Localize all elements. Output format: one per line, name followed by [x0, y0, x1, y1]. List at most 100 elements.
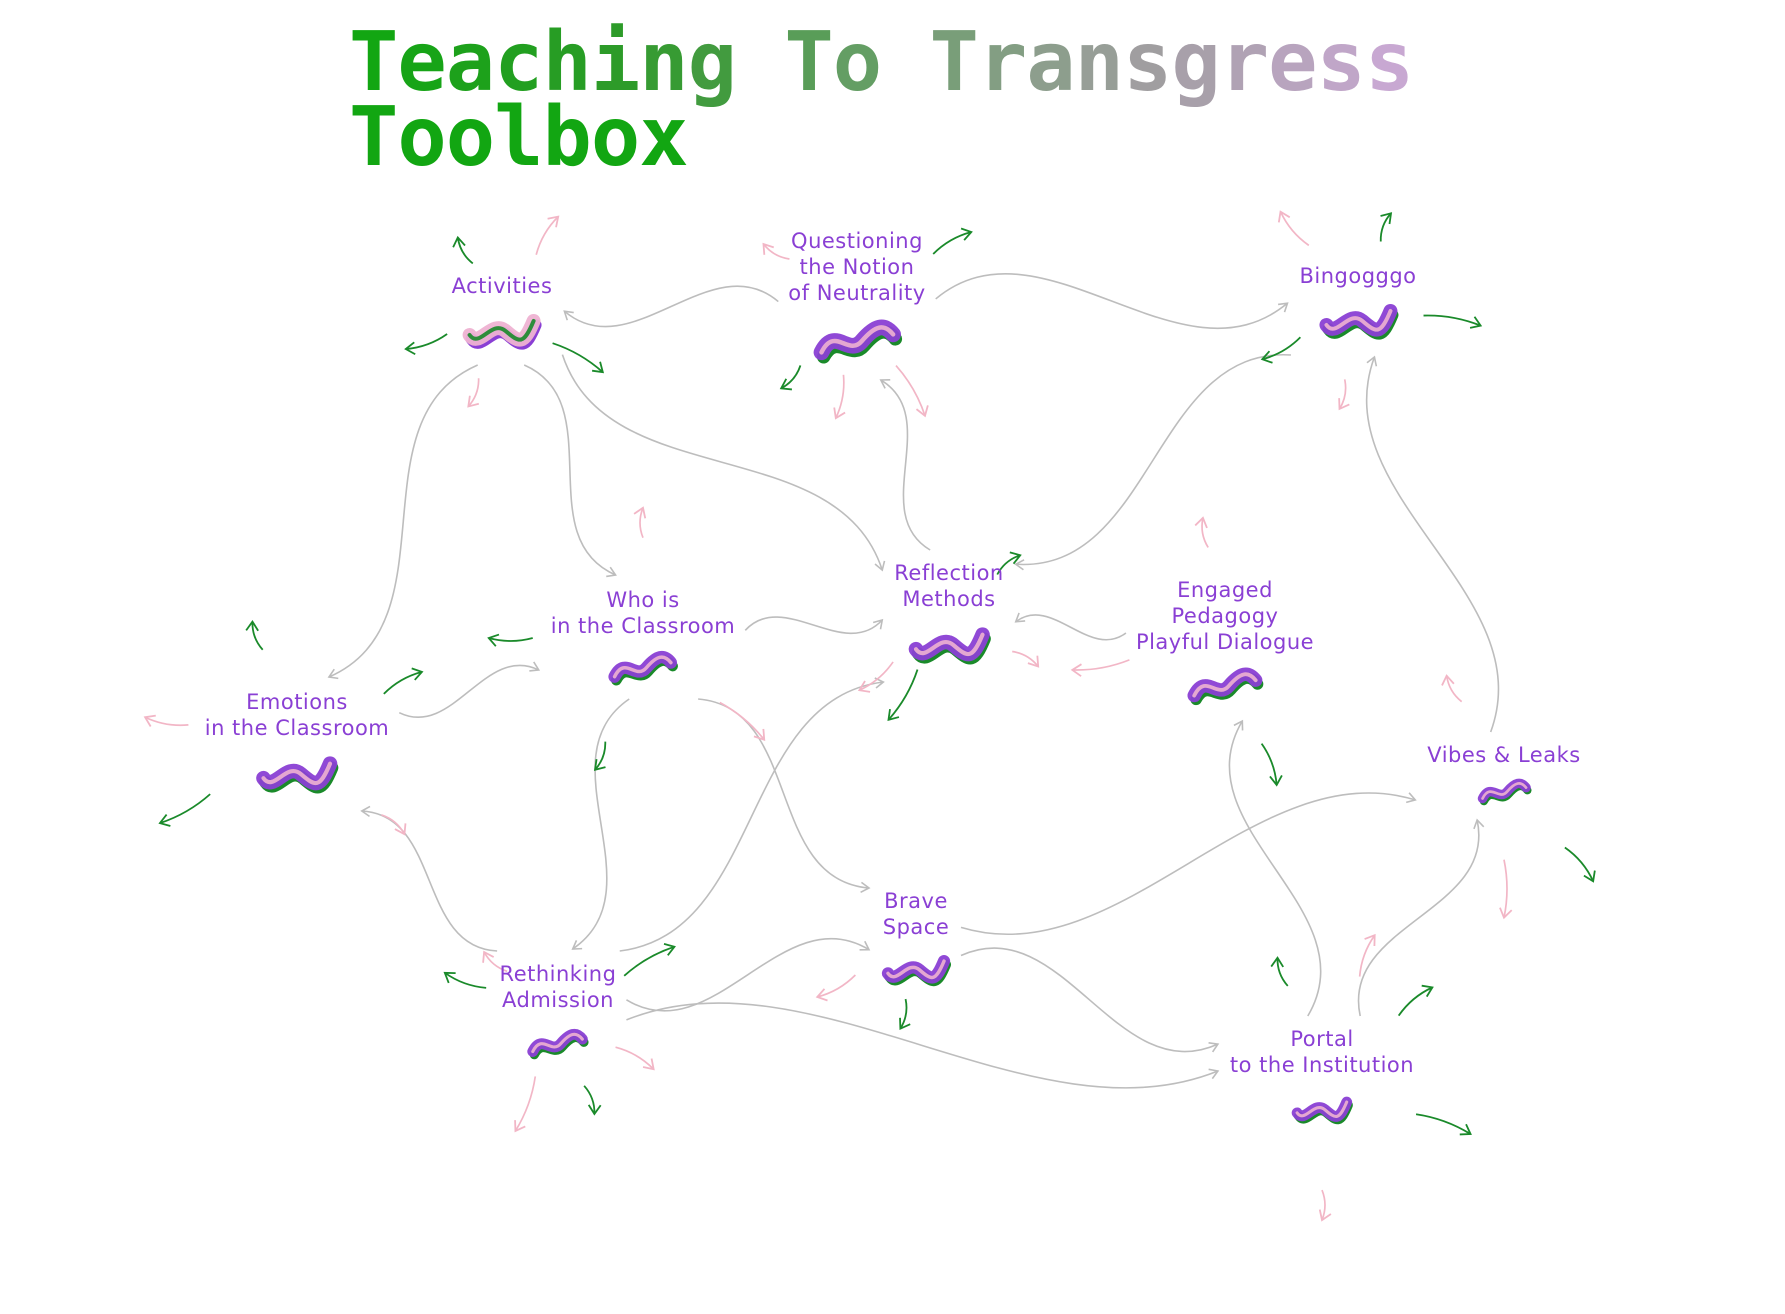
pink-arrow-icon [1070, 659, 1130, 677]
green-arrow-icon [1564, 846, 1596, 883]
green-arrow-icon [452, 235, 474, 265]
green-arrow-icon [404, 333, 448, 356]
title-letter: i [590, 15, 640, 110]
connector-portal-engaged [1228, 719, 1322, 1017]
green-arrow-icon [1379, 212, 1393, 242]
title-letter: o [590, 90, 640, 185]
connector-who-brave [698, 698, 871, 894]
title-letter: T [784, 15, 833, 110]
node-bingogggo[interactable]: Bingogggo [1299, 263, 1416, 345]
title-letter: a [1026, 15, 1075, 110]
node-label: Who is in the Classroom [550, 588, 736, 638]
title-letter: T [929, 15, 979, 110]
green-arrow-icon [899, 998, 911, 1031]
ribbon-icon [608, 651, 679, 686]
title-letter: g [1171, 15, 1220, 110]
title-letter: o [397, 90, 446, 185]
page-title-second-line: Toolbox [349, 90, 689, 185]
node-label: Rethinking Admission [499, 962, 617, 1012]
node-portal-to-the-institution[interactable]: Portal to the Institution [1230, 1026, 1414, 1134]
ribbon-icon [463, 314, 542, 350]
pink-arrow-icon [467, 378, 480, 408]
connector-rethinking-portal [626, 1002, 1220, 1089]
pink-arrow-icon [719, 701, 766, 742]
title-letter: c [494, 15, 543, 110]
node-label: Questioning the Notion of Neutrality [788, 229, 926, 305]
node-label: Emotions in the Classroom [204, 690, 390, 740]
green-arrow-icon [583, 1085, 602, 1116]
node-activities[interactable]: Activities [452, 273, 553, 355]
connector-activities-emotions [327, 364, 479, 680]
title-letter: x [639, 90, 688, 185]
node-questioning-neutrality[interactable]: Questioning the Notion of Neutrality [788, 228, 925, 368]
node-rethinking-admission[interactable]: Rethinking Admission [500, 961, 617, 1067]
connector-rethinking-reflection [619, 677, 885, 952]
connector-neutrality-bingo [935, 273, 1289, 330]
ribbon-icon [1187, 667, 1264, 706]
green-arrow-icon [1423, 314, 1483, 329]
pink-arrow-icon [815, 974, 856, 1002]
green-arrow-icon [932, 227, 973, 255]
connector-who-reflection [744, 616, 884, 634]
pink-arrow-icon [1318, 1189, 1332, 1222]
pink-arrow-icon [1441, 674, 1463, 703]
pink-arrow-icon [535, 215, 560, 255]
node-vibes-and-leaks[interactable]: Vibes & Leaks [1427, 742, 1580, 808]
node-label: Vibes & Leaks [1427, 743, 1581, 767]
pink-arrow-icon [1338, 379, 1350, 411]
ribbon-icon [1477, 778, 1532, 806]
green-arrow-icon [1415, 1113, 1472, 1136]
green-arrow-icon [552, 342, 605, 374]
pink-arrow-icon [857, 661, 894, 693]
node-label: Portal to the Institution [1229, 1027, 1415, 1077]
node-brave-space[interactable]: Brave Space [881, 888, 951, 992]
green-arrow-icon [1397, 984, 1434, 1017]
node-reflection-methods[interactable]: Reflection Methods [894, 560, 1004, 670]
node-label: Activities [451, 274, 553, 298]
connector-vibes-bingo [1366, 355, 1500, 733]
title-letter: n [1074, 15, 1124, 110]
page-title: Teaching To Transgress [349, 15, 1414, 110]
connector-rethinking-brave [626, 937, 871, 1012]
pink-arrow-icon [143, 714, 189, 727]
connector-rethinking-emotions [360, 805, 498, 952]
green-arrow-icon [779, 365, 802, 391]
green-arrow-icon [1260, 336, 1302, 364]
title-letter: l [494, 90, 543, 185]
pink-arrow-icon [1499, 859, 1513, 920]
title-letter: T [349, 15, 398, 110]
green-arrow-icon [245, 619, 264, 651]
node-label: Reflection Methods [894, 561, 1004, 611]
green-arrow-icon [996, 551, 1022, 575]
green-arrow-icon [158, 793, 211, 827]
title-letter: g [687, 15, 737, 110]
connector-engaged-reflection [1014, 612, 1127, 641]
green-arrow-icon [887, 669, 919, 722]
title-letter: e [397, 15, 446, 110]
connector-who-rethinking [571, 698, 630, 950]
node-label: Bingogggo [1299, 264, 1417, 288]
green-arrow-icon [383, 667, 424, 695]
node-emotions-in-the-classroom[interactable]: Emotions in the Classroom [205, 689, 390, 799]
title-letter: s [1316, 15, 1366, 110]
green-arrow-icon [487, 633, 533, 647]
title-letter: n [639, 15, 688, 110]
connector-portal-vibes [1357, 818, 1485, 1017]
ribbon-icon [1291, 1096, 1353, 1125]
title-letter: r [977, 15, 1027, 110]
title-letter: h [542, 15, 592, 110]
connector-neutrality-activities [563, 285, 779, 328]
node-label: Engaged Pedagogy Playful Dialogue [1135, 578, 1315, 654]
connector-emotions-who [398, 661, 541, 719]
pink-arrow-icon [833, 374, 846, 420]
pink-arrow-icon [1194, 516, 1209, 548]
node-engaged-pedagogy[interactable]: Engaged Pedagogy Playful Dialogue [1136, 577, 1314, 709]
ribbon-icon [881, 955, 951, 987]
connector-bingo-reflection [1014, 354, 1291, 571]
node-who-is-in-the-classroom[interactable]: Who is in the Classroom [551, 587, 736, 689]
title-letter: a [445, 15, 495, 110]
title-letter: b [542, 90, 592, 185]
green-arrow-icon [443, 971, 487, 989]
connector-brave-vibes [960, 792, 1417, 935]
